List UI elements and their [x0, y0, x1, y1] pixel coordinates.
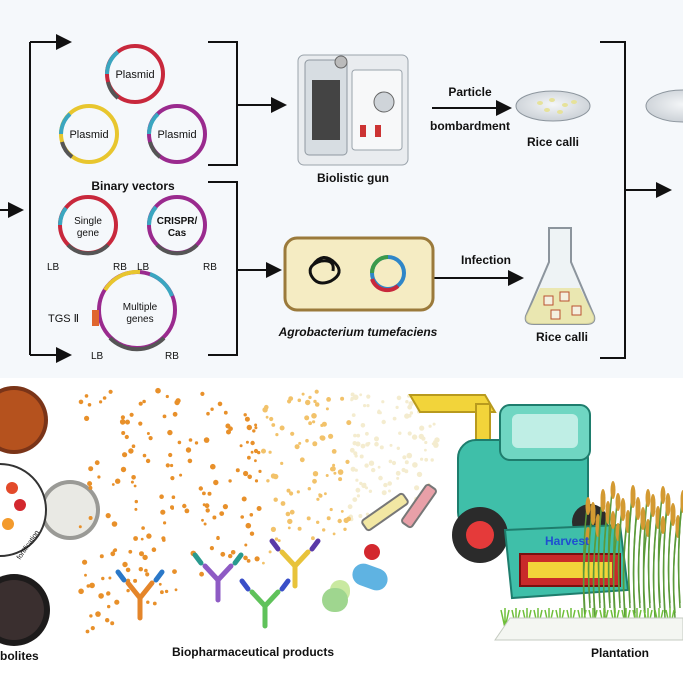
- tgs-marker: [92, 310, 99, 326]
- rice-plants: [500, 481, 683, 629]
- agrobacterium-label: Agrobacterium tumefaciens: [278, 325, 438, 339]
- tgs-label: TGS Ⅱ: [48, 313, 79, 325]
- plantation-label: Plantation: [591, 646, 649, 660]
- biolistic-gun-label: Biolistic gun: [317, 171, 389, 185]
- lb-label-1: LB: [47, 262, 60, 273]
- petri-dish-icon: [515, 90, 591, 122]
- lb-label-3: LB: [91, 351, 104, 362]
- bombardment-label: bombardment: [430, 119, 510, 133]
- plantation-grid: [494, 617, 683, 641]
- capsule-icons: [322, 544, 388, 612]
- left-bracket: [0, 34, 72, 363]
- rb-label-1: RB: [113, 262, 127, 273]
- multiple-genes-label-line1: Multiple: [123, 302, 158, 313]
- rb-label-2: RB: [203, 262, 217, 273]
- petri-dish-partial-icon: [645, 89, 683, 123]
- single-gene-label-line1: Single: [74, 216, 102, 227]
- rice-calli-label-1: Rice calli: [527, 135, 579, 149]
- single-gene-label-line2: gene: [77, 228, 100, 239]
- binary-vectors-title: Binary vectors: [91, 179, 175, 193]
- binary-vector-single-gene: [58, 195, 118, 256]
- plasmid-left: [59, 104, 119, 164]
- crispr-label-line1: CRISPR/: [157, 216, 198, 227]
- spray-dots: [78, 387, 441, 634]
- rb-label-3: RB: [165, 351, 179, 362]
- binary-vector-multiple-genes: [97, 269, 177, 352]
- upper-right-bracket: [208, 41, 287, 166]
- flask-icon: [524, 227, 596, 325]
- binary-vector-crispr: [147, 195, 207, 256]
- particle-label: Particle: [448, 85, 492, 99]
- antibody-icons: [115, 538, 321, 629]
- lower-right-bracket: [208, 181, 282, 356]
- plasmid-label-1: Plasmid: [115, 69, 154, 81]
- fortification-label: fortification: [16, 529, 41, 561]
- plasmid-top: [105, 44, 165, 104]
- biolistic-gun-icon: [297, 54, 409, 166]
- plasmid-label-2: Plasmid: [69, 129, 108, 141]
- metabolites-icons: [0, 386, 100, 646]
- biopharmaceutical-products-label: Biopharmaceutical products: [172, 645, 334, 659]
- agrobacterium-cell-icon: [283, 236, 435, 312]
- infection-label: Infection: [461, 253, 511, 267]
- lb-label-2: LB: [137, 262, 150, 273]
- metabolites-label: bolites: [0, 649, 39, 663]
- crispr-label-line2: Cas: [168, 228, 187, 239]
- rice-calli-label-2: Rice calli: [536, 330, 588, 344]
- harvest-label: Harvest: [545, 534, 589, 548]
- harvester-icon: [408, 394, 630, 600]
- syringe-icons: [361, 483, 437, 532]
- multiple-genes-label-line2: genes: [126, 314, 153, 325]
- plasmid-label-3: Plasmid: [157, 129, 196, 141]
- far-right-bracket: [600, 41, 672, 359]
- plasmid-right: [147, 104, 207, 164]
